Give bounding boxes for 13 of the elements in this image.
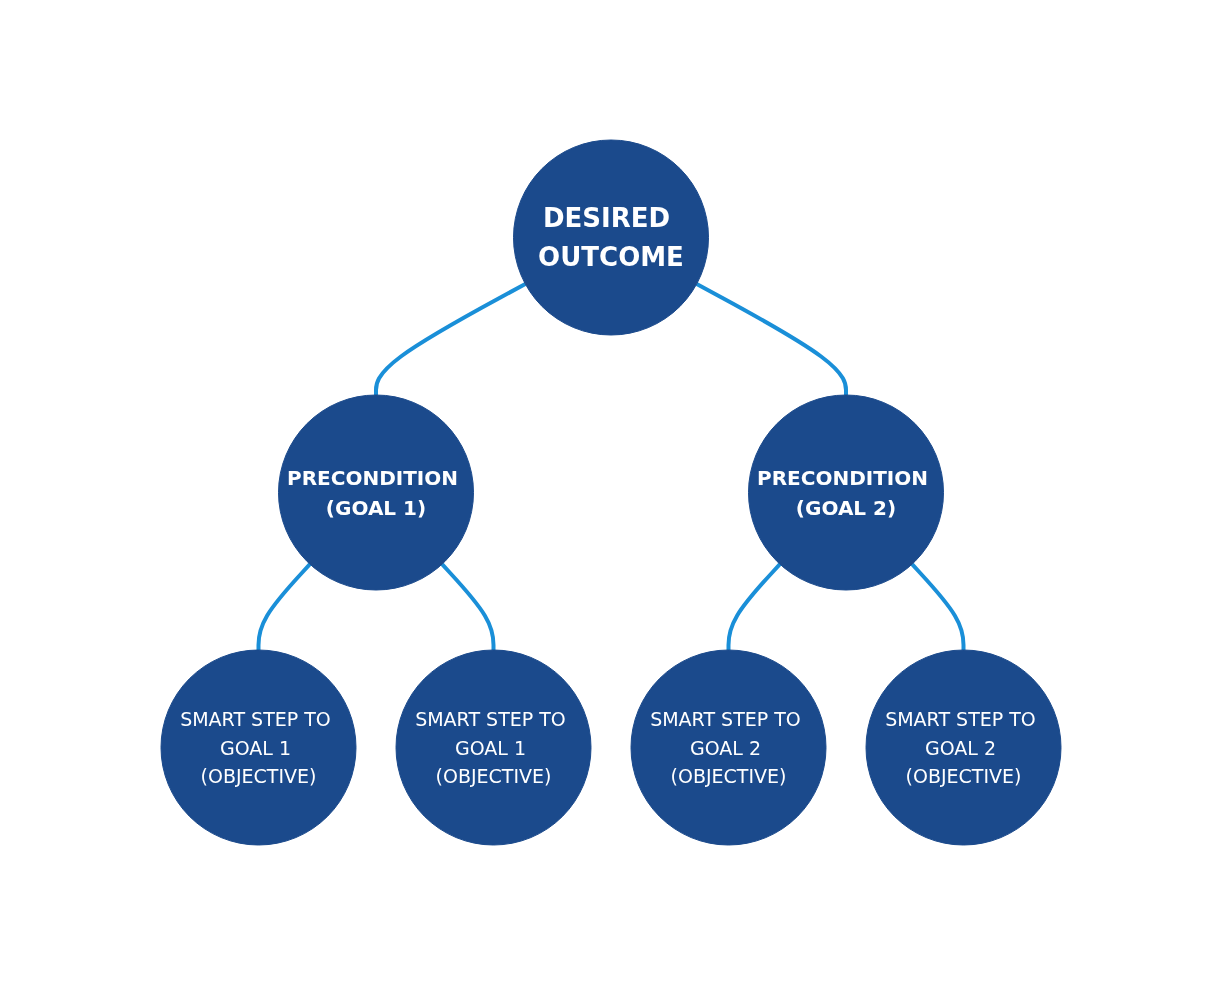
node-circle: SMART STEP TO GOAL 2 (OBJECTIVE) [865,649,1061,845]
node-circle: PRECONDITION (GOAL 2) [747,394,944,590]
node-circle: SMART STEP TO GOAL 1 (OBJECTIVE) [395,649,591,845]
connector [256,562,311,650]
connector [373,281,526,395]
connector [726,562,781,650]
node-circle: SMART STEP TO GOAL 1 (OBJECTIVE) [160,649,356,845]
connector [440,562,495,650]
node-circle: PRECONDITION (GOAL 1) [277,394,474,590]
connector [910,562,965,650]
node-circle: SMART STEP TO GOAL 2 (OBJECTIVE) [630,649,826,845]
connector [695,281,848,395]
node-circle: DESIRED OUTCOME [512,139,709,335]
